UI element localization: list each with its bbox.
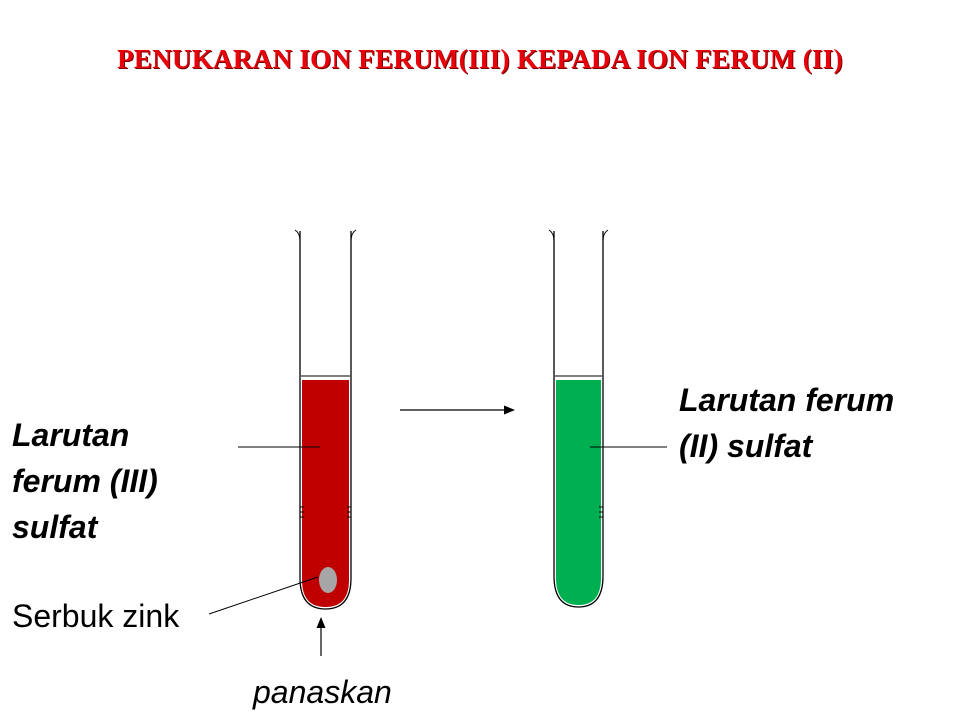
iron-ii-solution xyxy=(556,380,601,605)
tube-lip xyxy=(350,229,357,242)
label-iron-ii-sulfate: Larutan ferum (II) sulfat xyxy=(679,377,894,469)
tube-lip xyxy=(602,229,609,242)
tube-outline xyxy=(553,231,604,608)
label-line: ferum (III) xyxy=(12,463,158,499)
label-line: Larutan ferum xyxy=(679,382,895,418)
leader-line-zinc xyxy=(208,576,319,615)
tube-lip xyxy=(294,229,301,242)
left-test-tube xyxy=(294,229,357,610)
right-test-tube xyxy=(548,229,609,608)
label-line: Larutan xyxy=(12,417,130,453)
slide-title: PENUKARAN ION FERUM(III) KEPADA ION FERU… xyxy=(117,44,843,74)
label-line: (II) sulfat xyxy=(679,428,813,464)
tube-marks xyxy=(599,506,603,518)
iron-iii-solution xyxy=(302,380,349,607)
label-iron-iii-sulfate: Larutan ferum (III) sulfat xyxy=(12,412,158,550)
label-line: sulfat xyxy=(12,509,98,545)
tube-marks xyxy=(300,506,351,518)
up-arrow-icon xyxy=(316,617,326,656)
label-zinc-powder: Serbuk zink xyxy=(12,598,180,634)
label-heat: panaskan xyxy=(253,674,392,710)
tube-outline xyxy=(299,231,352,610)
zinc-powder xyxy=(319,567,337,593)
tube-lip xyxy=(548,229,555,242)
right-arrow-icon xyxy=(400,405,515,415)
